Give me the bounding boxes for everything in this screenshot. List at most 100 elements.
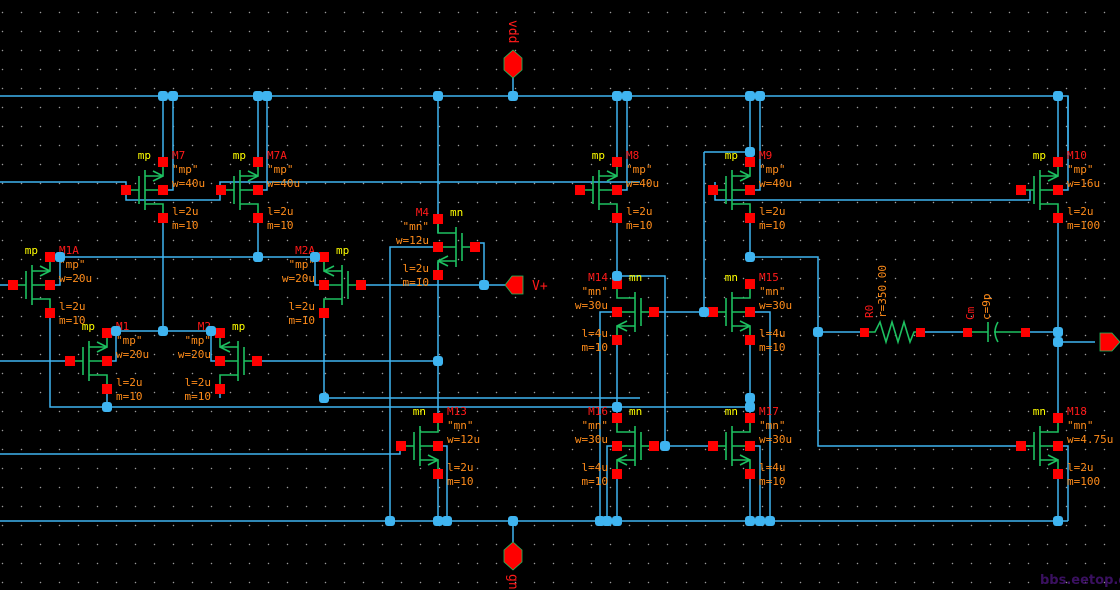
pin[interactable] <box>708 185 718 195</box>
pin[interactable] <box>745 335 755 345</box>
wire-m8-drain[interactable] <box>616 219 666 312</box>
pin[interactable] <box>158 185 168 195</box>
port-gnd[interactable]: gnd <box>503 541 523 590</box>
pin[interactable] <box>470 242 480 252</box>
wire-m9-net[interactable] <box>703 151 750 312</box>
pin[interactable] <box>612 335 622 345</box>
pin[interactable] <box>1053 185 1063 195</box>
pin[interactable] <box>8 280 18 290</box>
wire-m1a-drain[interactable] <box>49 314 750 408</box>
pin[interactable] <box>1016 441 1026 451</box>
pin[interactable] <box>1053 157 1063 167</box>
wire-m15-body[interactable] <box>750 311 771 521</box>
pin[interactable] <box>216 185 226 195</box>
pin[interactable] <box>612 185 622 195</box>
pin[interactable] <box>356 280 366 290</box>
pin[interactable] <box>612 157 622 167</box>
pin[interactable] <box>396 441 406 451</box>
wire-nbias[interactable] <box>0 446 401 455</box>
pin[interactable] <box>1021 328 1030 337</box>
wire-pbias[interactable] <box>0 181 640 201</box>
pin[interactable] <box>319 280 329 290</box>
wire-m14-body[interactable] <box>599 311 617 521</box>
pin[interactable] <box>708 441 718 451</box>
pin[interactable] <box>433 242 443 252</box>
pin[interactable] <box>708 307 718 317</box>
pin[interactable] <box>433 214 443 224</box>
pin[interactable] <box>102 356 112 366</box>
port-vdd[interactable]: vdd <box>503 20 523 79</box>
pin[interactable] <box>319 252 329 262</box>
pin[interactable] <box>612 279 622 289</box>
pin[interactable] <box>1053 469 1063 479</box>
pin[interactable] <box>860 328 869 337</box>
pin[interactable] <box>612 413 622 423</box>
pin[interactable] <box>253 213 263 223</box>
pin[interactable] <box>433 469 443 479</box>
capacitor-Cm[interactable]: Cm c=9p <box>963 294 1030 343</box>
pin[interactable] <box>745 185 755 195</box>
pin[interactable] <box>745 279 755 289</box>
pin[interactable] <box>433 270 443 280</box>
wire-m13-body[interactable] <box>438 445 448 521</box>
pin[interactable] <box>1053 413 1063 423</box>
pin[interactable] <box>215 384 225 394</box>
pin[interactable] <box>215 356 225 366</box>
pin[interactable] <box>575 185 585 195</box>
pin[interactable] <box>45 252 55 262</box>
pin[interactable] <box>745 157 755 167</box>
pin[interactable] <box>158 213 168 223</box>
pin[interactable] <box>745 213 755 223</box>
wire-vplus-net[interactable] <box>363 242 485 286</box>
pin[interactable] <box>319 308 329 318</box>
wire-m4-gate-net[interactable] <box>389 246 438 521</box>
pin[interactable] <box>1016 185 1026 195</box>
port-vplus[interactable]: V+ <box>504 275 548 295</box>
pin[interactable] <box>612 469 622 479</box>
port-out[interactable] <box>1099 332 1120 352</box>
wire-m7a-src[interactable] <box>257 96 268 191</box>
pin[interactable] <box>45 280 55 290</box>
wire-vdd-rail[interactable] <box>0 95 1069 155</box>
pin[interactable] <box>121 185 131 195</box>
pin[interactable] <box>158 157 168 167</box>
pin[interactable] <box>649 307 659 317</box>
pin[interactable] <box>916 328 925 337</box>
pin[interactable] <box>215 328 225 338</box>
pin[interactable] <box>612 213 622 223</box>
pin[interactable] <box>45 308 55 318</box>
pin[interactable] <box>102 384 112 394</box>
pin[interactable] <box>65 356 75 366</box>
pin[interactable] <box>102 328 112 338</box>
pin[interactable] <box>1053 213 1063 223</box>
pin[interactable] <box>253 157 263 167</box>
wire-m16-body[interactable] <box>606 445 617 521</box>
pin[interactable] <box>612 441 622 451</box>
pin[interactable] <box>745 413 755 423</box>
pin[interactable] <box>252 356 262 366</box>
pin[interactable] <box>745 441 755 451</box>
pin[interactable] <box>1053 441 1063 451</box>
pin[interactable] <box>745 307 755 317</box>
pin[interactable] <box>612 307 622 317</box>
pin[interactable] <box>433 441 443 451</box>
resistor-R0[interactable]: R0 r=350.00 <box>860 265 925 345</box>
